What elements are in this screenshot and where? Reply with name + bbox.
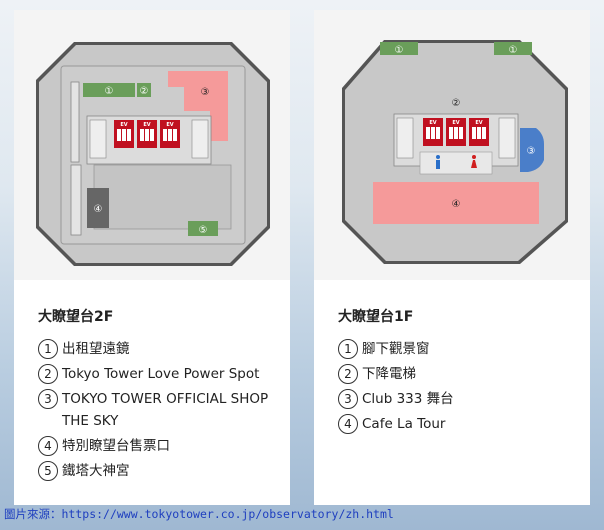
ev-label: EV bbox=[452, 120, 459, 126]
marker-1f-1b: ① bbox=[509, 45, 518, 56]
stairs-left bbox=[89, 119, 107, 159]
official-shop-area bbox=[168, 71, 228, 141]
legend-item: 1 出租望遠鏡 bbox=[38, 338, 274, 360]
legend-number: 4 bbox=[38, 436, 58, 456]
floor-1f-map: ① ① ② EV EV EV bbox=[314, 10, 590, 280]
legend-item: 4 Cafe La Tour bbox=[338, 413, 574, 435]
marker-2f-2: ② bbox=[140, 86, 149, 97]
ev-label: EV bbox=[475, 120, 482, 126]
elevator-group: EV EV EV bbox=[423, 118, 489, 146]
legend-number: 2 bbox=[338, 364, 358, 384]
left-wall-strip bbox=[70, 81, 80, 163]
floor-2f-legend: 大瞭望台2F 1 出租望遠鏡 2 Tokyo Tower Love Power … bbox=[38, 306, 274, 485]
legend-label: TOKYO TOWER OFFICIAL SHOP THE SKY bbox=[62, 391, 269, 429]
ev-person-icon bbox=[140, 129, 144, 141]
ev-person-icon bbox=[436, 127, 440, 139]
marker-2f-1: ① bbox=[105, 86, 114, 97]
ev-person-icon bbox=[168, 129, 172, 141]
ev-person-icon bbox=[449, 127, 453, 139]
marker-1f-2: ② bbox=[452, 98, 461, 109]
legend-number: 3 bbox=[338, 389, 358, 409]
elevator-group: EV EV EV bbox=[114, 120, 180, 148]
legend-number: 1 bbox=[338, 339, 358, 359]
ev-person-icon bbox=[472, 127, 476, 139]
ev-label: EV bbox=[429, 120, 436, 126]
legend-item: 2 下降電梯 bbox=[338, 363, 574, 385]
ev-person-icon bbox=[117, 129, 121, 141]
legend-number: 4 bbox=[338, 414, 358, 434]
legend-item: 3 Club 333 舞台 bbox=[338, 388, 574, 410]
legend-label: Club 333 舞台 bbox=[362, 391, 454, 407]
ev-person-icon bbox=[459, 127, 463, 139]
stairs-left bbox=[396, 117, 414, 159]
floor-1f-plan: ① ① ② EV EV EV bbox=[342, 40, 568, 264]
legend-label: Tokyo Tower Love Power Spot bbox=[62, 366, 260, 382]
cafe-la-tour-area bbox=[373, 182, 539, 224]
legend-item: 5 鐵塔大神宮 bbox=[38, 460, 274, 482]
ev-person-icon bbox=[454, 127, 458, 139]
image-source-caption: 圖片來源：https://www.tokyotower.co.jp/observ… bbox=[4, 506, 394, 522]
club-333-stage-area bbox=[520, 128, 544, 172]
legend-label: 出租望遠鏡 bbox=[62, 341, 130, 357]
marker-1f-1a: ① bbox=[395, 45, 404, 56]
floor-window-area bbox=[494, 42, 532, 55]
marker-2f-3: ③ bbox=[201, 87, 210, 98]
legend-item: 1 腳下觀景窗 bbox=[338, 338, 574, 360]
legend-label: 腳下觀景窗 bbox=[362, 341, 430, 357]
floor-2f-title: 大瞭望台2F bbox=[38, 309, 114, 325]
legend-label: 鐵塔大神宮 bbox=[62, 463, 130, 479]
ev-person-icon bbox=[426, 127, 430, 139]
floor-2f-panel: ① ② ③ EV EV EV bbox=[14, 10, 290, 505]
ev-person-icon bbox=[127, 129, 131, 141]
legend-number: 2 bbox=[38, 364, 58, 384]
ev-person-icon bbox=[173, 129, 177, 141]
source-link[interactable]: https://www.tokyotower.co.jp/observatory… bbox=[61, 507, 394, 521]
legend-number: 3 bbox=[38, 389, 58, 409]
stairs-right bbox=[191, 119, 209, 159]
legend-label: 下降電梯 bbox=[362, 366, 416, 382]
ev-person-icon bbox=[482, 127, 486, 139]
floor-1f-panel: ① ① ② EV EV EV bbox=[314, 10, 590, 505]
marker-1f-4: ④ bbox=[452, 199, 461, 210]
legend-label: 特別瞭望台售票口 bbox=[62, 438, 170, 454]
marker-2f-4: ④ bbox=[94, 204, 103, 215]
marker-1f-3: ③ bbox=[527, 146, 536, 157]
telescope-area bbox=[83, 83, 135, 97]
stairs-right bbox=[498, 117, 516, 159]
ev-person-icon bbox=[145, 129, 149, 141]
ev-label: EV bbox=[120, 122, 127, 128]
legend-number: 5 bbox=[38, 461, 58, 481]
legend-label: Cafe La Tour bbox=[362, 416, 446, 432]
womens-restroom-icon bbox=[471, 155, 477, 168]
mens-restroom-icon bbox=[436, 155, 440, 169]
ev-person-icon bbox=[122, 129, 126, 141]
ev-label: EV bbox=[166, 122, 173, 128]
legend-item: 4 特別瞭望台售票口 bbox=[38, 435, 274, 457]
lower-room bbox=[93, 164, 232, 230]
floor-2f-plan: ① ② ③ EV EV EV bbox=[36, 42, 270, 266]
left-stairs bbox=[70, 164, 82, 236]
ev-label: EV bbox=[143, 122, 150, 128]
marker-2f-5: ⑤ bbox=[199, 225, 208, 236]
ev-person-icon bbox=[431, 127, 435, 139]
restroom-area bbox=[419, 151, 493, 175]
floor-2f-map: ① ② ③ EV EV EV bbox=[14, 10, 290, 280]
ev-person-icon bbox=[477, 127, 481, 139]
floor-1f-legend: 大瞭望台1F 1 腳下觀景窗 2 下降電梯 3 Club 333 舞台 4 Ca… bbox=[338, 306, 574, 438]
ev-person-icon bbox=[150, 129, 154, 141]
legend-item: 3 TOKYO TOWER OFFICIAL SHOP THE SKY bbox=[38, 388, 274, 432]
source-prefix: 圖片來源： bbox=[4, 507, 62, 521]
floor-window-area bbox=[380, 42, 418, 55]
legend-item: 2 Tokyo Tower Love Power Spot bbox=[38, 363, 274, 385]
ev-person-icon bbox=[163, 129, 167, 141]
floor-1f-title: 大瞭望台1F bbox=[338, 309, 414, 325]
love-power-spot-area bbox=[137, 83, 151, 97]
legend-number: 1 bbox=[38, 339, 58, 359]
ticket-counter-area bbox=[87, 188, 109, 228]
shrine-area bbox=[188, 221, 218, 236]
